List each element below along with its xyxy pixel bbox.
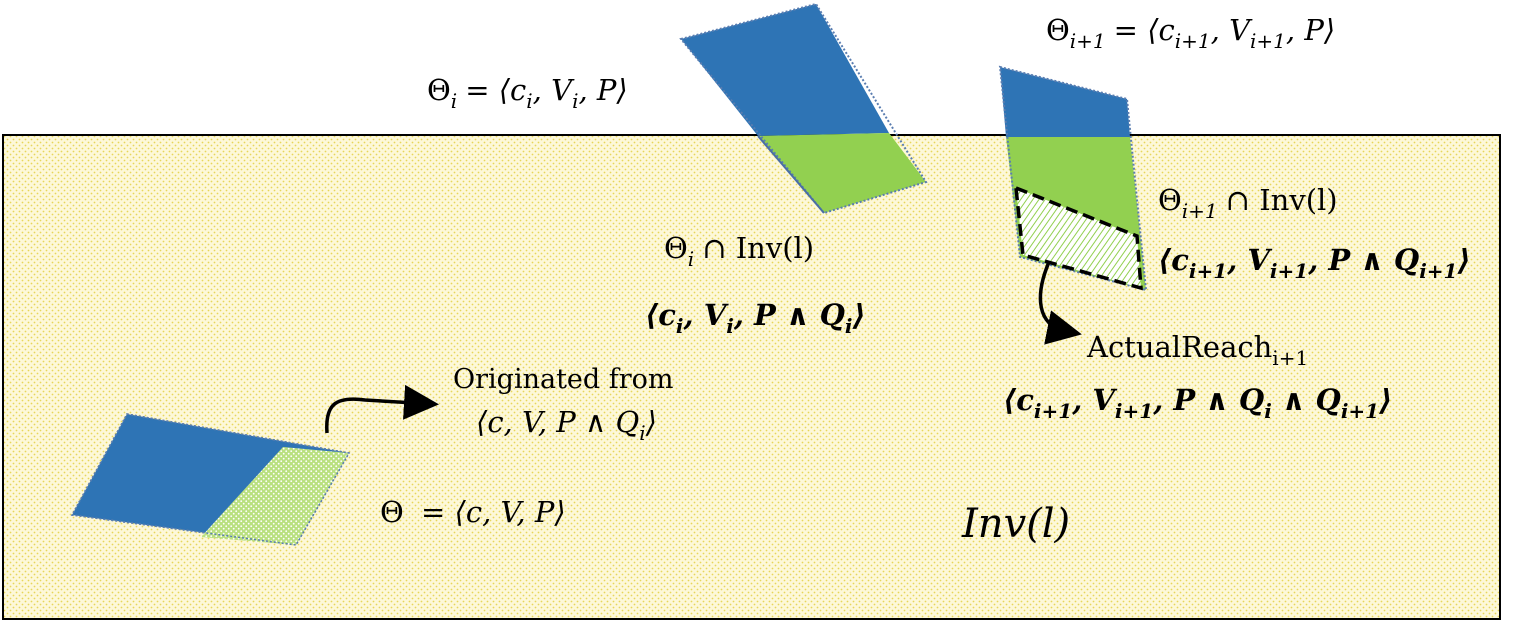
theta-i1-symbol: Θ xyxy=(1046,13,1070,47)
intersect-i-td: ⟩ xyxy=(851,298,865,332)
actual-reach-region xyxy=(1013,185,1143,291)
set-theta-i-blue xyxy=(681,4,889,136)
theta-i1-sub: i+1 xyxy=(1070,29,1106,53)
originated-end: ⟩ xyxy=(645,405,657,439)
invariant-label: Inv(l) xyxy=(961,501,1070,547)
theta-i-label: Θi= ⟨ci, Vi, P⟩ xyxy=(427,73,628,113)
actual-reach-ts3: i xyxy=(1264,399,1272,423)
intersect-i1-ts2: i+1 xyxy=(1270,259,1308,283)
theta-i1-eq: = ⟨c xyxy=(1114,13,1175,47)
actual-reach-name: ActualReach xyxy=(1086,330,1272,364)
theta-i-sub: i xyxy=(451,89,457,113)
intersect-i1-tc: , P ∧ Q xyxy=(1307,243,1419,277)
intersect-i1-tb: , V xyxy=(1226,243,1272,277)
intersect-i-symbol: Θ xyxy=(664,231,688,265)
set-theta-i xyxy=(679,2,928,215)
actual-reach-arrow xyxy=(1038,261,1082,345)
intersect-i1-td: ⟩ xyxy=(1456,243,1470,277)
intersect-i-ts1: i xyxy=(676,314,684,338)
intersect-i1-sub: i+1 xyxy=(1182,199,1218,223)
theta-i-mid: , V xyxy=(533,73,575,107)
intersect-i-ts3: i xyxy=(845,314,853,338)
set-theta-i1-outline xyxy=(998,65,1148,292)
originated-line2: ⟨c, V, P ∧ Qi⟩ xyxy=(476,405,657,445)
actual-reach-tc: , P ∧ Q xyxy=(1152,383,1264,417)
initial-set-green-part xyxy=(201,447,349,545)
set-theta-i-green xyxy=(758,133,926,213)
theta-i1-label: Θi+1= ⟨ci+1, Vi+1, P⟩ xyxy=(1046,13,1335,53)
theta-tuple: = ⟨c, V, P⟩ xyxy=(421,495,566,529)
theta-i-eq: = ⟨c xyxy=(465,73,526,107)
actual-reach-ts2: i+1 xyxy=(1115,399,1153,423)
theta-label: Θ = ⟨c, V, P⟩ xyxy=(380,495,566,529)
actual-reach-td: ∧ Q xyxy=(1272,383,1341,417)
actual-reach-ta: ⟨c xyxy=(1003,383,1034,417)
intersect-i-title: Θi ∩ Inv(l) xyxy=(664,231,814,271)
theta-i-sub-v: i xyxy=(572,89,578,113)
theta-i1-sub-c: i+1 xyxy=(1175,29,1211,53)
actual-reach-te: ⟩ xyxy=(1378,383,1392,417)
theta-i1-sub-v: i+1 xyxy=(1250,29,1286,53)
intersect-i1-tuple: ⟨ci+1, Vi+1, P ∧ Qi+1⟩ xyxy=(1158,243,1471,283)
originated-line1: Originated from xyxy=(453,364,674,395)
actual-reach-sub: i+1 xyxy=(1272,346,1308,370)
theta-i-symbol: Θ xyxy=(427,73,451,107)
set-theta-i1-blue xyxy=(1000,67,1130,137)
intersect-i1-ta: ⟨c xyxy=(1158,243,1189,277)
intersect-i-tc: , P ∧ Q xyxy=(733,298,845,332)
intersect-i-tuple: ⟨ci, Vi, P ∧ Qi⟩ xyxy=(645,298,866,338)
intersect-i1-title: Θi+1 ∩ Inv(l) xyxy=(1158,183,1338,223)
theta-symbol: Θ xyxy=(380,495,404,529)
set-theta-i-bottom-edge xyxy=(757,135,825,214)
intersect-i-rest: ∩ Inv(l) xyxy=(702,231,814,265)
intersect-i-tb: , V xyxy=(683,298,729,332)
set-theta-i1 xyxy=(998,65,1148,292)
intersect-i1-ts3: i+1 xyxy=(1419,259,1457,283)
intersect-i1-ts1: i+1 xyxy=(1189,259,1227,283)
set-theta-i-outline xyxy=(679,2,928,215)
intersect-i1-symbol: Θ xyxy=(1158,183,1182,217)
actual-reach-ts4: i+1 xyxy=(1341,399,1379,423)
intersect-i-sub: i xyxy=(688,247,694,271)
intersect-i-ta: ⟨c xyxy=(645,298,676,332)
theta-i1-end: , P⟩ xyxy=(1286,13,1335,47)
theta-i-sub-c: i xyxy=(526,89,532,113)
initial-set-theta xyxy=(70,413,351,546)
actual-reach-tuple: ⟨ci+1, Vi+1, P ∧ Qi ∧ Qi+1⟩ xyxy=(1003,383,1392,423)
originated-tuple: ⟨c, V, P ∧ Q xyxy=(476,405,639,439)
actual-reach-ts1: i+1 xyxy=(1034,399,1072,423)
actual-reach-tb: , V xyxy=(1071,383,1117,417)
originated-arrow xyxy=(325,384,439,434)
originated-sub: i xyxy=(639,421,645,445)
theta-i1-mid: , V xyxy=(1211,13,1253,47)
intersect-i1-rest: ∩ Inv(l) xyxy=(1226,183,1338,217)
intersect-i-ts2: i xyxy=(726,314,734,338)
theta-i-end: , P⟩ xyxy=(578,73,627,107)
actual-reach-title: ActualReachi+1 xyxy=(1086,330,1308,370)
